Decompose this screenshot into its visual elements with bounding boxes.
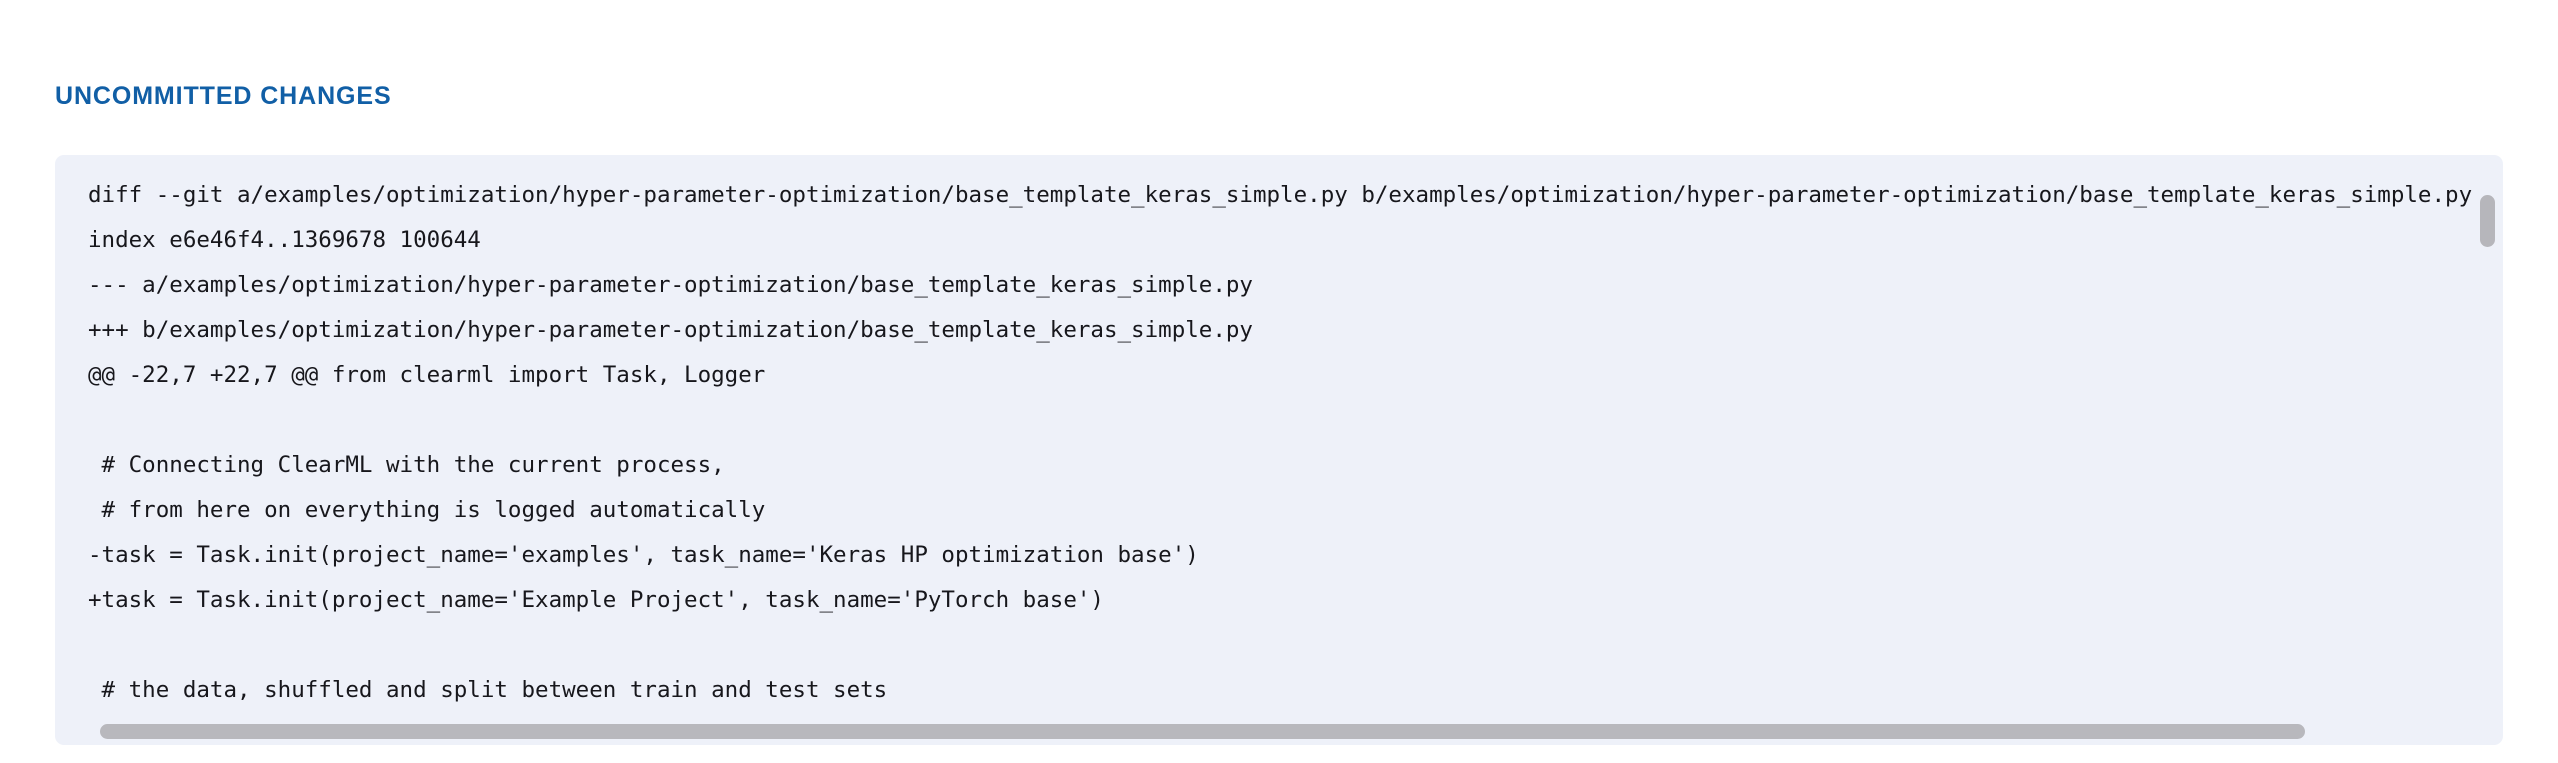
diff-line: index e6e46f4..1369678 100644 (88, 227, 481, 253)
diff-line (88, 398, 2472, 443)
vertical-scrollbar-track[interactable] (2480, 155, 2499, 745)
vertical-scrollbar-thumb[interactable] (2480, 195, 2495, 247)
diff-line: # from here on everything is logged auto… (88, 497, 766, 523)
horizontal-scrollbar-track[interactable] (55, 724, 2503, 743)
page-title: UNCOMMITTED CHANGES (55, 82, 392, 110)
diff-line: +++ b/examples/optimization/hyper-parame… (88, 317, 1253, 343)
diff-line: # Connecting ClearML with the current pr… (88, 452, 725, 478)
diff-line: # the data, shuffled and split between t… (88, 677, 888, 703)
diff-line: --- a/examples/optimization/hyper-parame… (88, 272, 1253, 298)
diff-line: +task = Task.init(project_name='Example … (88, 587, 1104, 613)
diff-line: diff --git a/examples/optimization/hyper… (88, 182, 2473, 208)
diff-line: @@ -22,7 +22,7 @@ from clearml import Ta… (88, 362, 766, 388)
diff-panel: diff --git a/examples/optimization/hyper… (55, 155, 2503, 745)
diff-line: -task = Task.init(project_name='examples… (88, 542, 1199, 568)
diff-line (88, 623, 2472, 668)
horizontal-scrollbar-thumb[interactable] (100, 724, 2305, 739)
diff-code-block: diff --git a/examples/optimization/hyper… (88, 173, 2472, 713)
diff-scroll-area[interactable]: diff --git a/examples/optimization/hyper… (55, 155, 2503, 745)
